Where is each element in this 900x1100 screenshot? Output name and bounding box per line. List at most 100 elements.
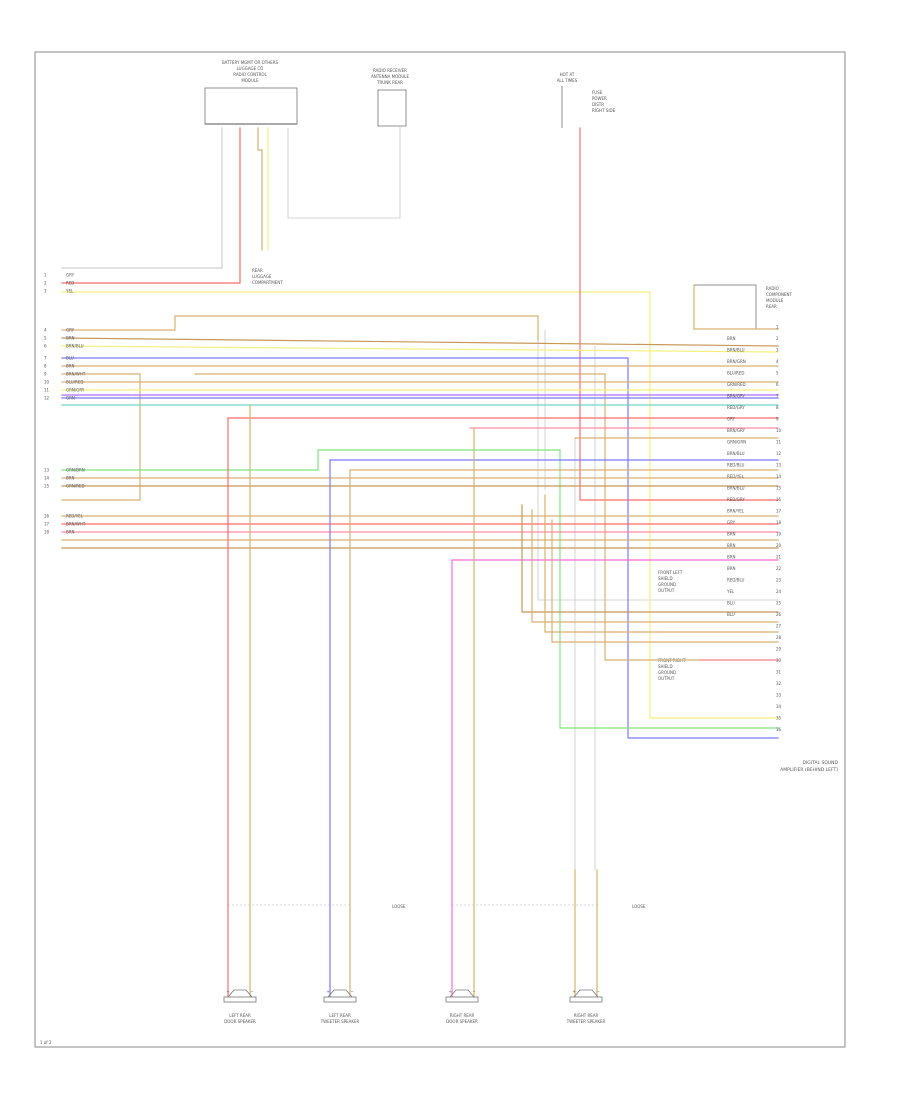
- right-pin-11: 11: [776, 440, 782, 445]
- left-pin-15: 15: [44, 484, 50, 489]
- right-wire-label-20: BRN: [727, 555, 736, 560]
- rear-lid-module-line-2: LUGGAGE CO: [237, 66, 264, 71]
- speaker-4-minus: −: [596, 989, 599, 994]
- trunk-antenna-line-2: ANTENNA MODULE: [371, 74, 410, 79]
- shield-right-line-4: OUTPUT: [658, 676, 675, 681]
- ground-note-line-2: LUGGAGE: [252, 274, 272, 279]
- speakers: LEFT REAR DOOR SPEAKER + − LEFT REARTWEETER …: [223, 989, 606, 1024]
- trunk-antenna-line-3: TRUNK REAR: [376, 80, 403, 85]
- left-pin-7: 7: [44, 356, 47, 361]
- left-pin-14: 14: [44, 476, 50, 481]
- speaker-3-label-1: RIGHT REAR: [450, 1013, 475, 1018]
- right-wire-label-7: RED/GRY: [727, 405, 745, 410]
- right-wire-label-5: GRN/RED: [727, 382, 746, 387]
- speaker-3-label-2: DOOR SPEAKER: [446, 1019, 478, 1024]
- right-wire-label-14: BRN/BLU: [727, 486, 745, 491]
- rear-lid-module-line-4: MODULE: [241, 78, 259, 83]
- left-pin-5: 5: [44, 336, 47, 341]
- wire-bus-grey-drop: [537, 340, 778, 601]
- wire-bus-tan-1: [61, 315, 539, 341]
- right-pin-4: 4: [776, 359, 779, 364]
- right-pin-5: 5: [776, 371, 779, 376]
- left-wire-label-17: BRN/WHT: [66, 522, 86, 527]
- wire-bus-yellow-2: [61, 345, 779, 353]
- speaker-1-plus: +: [226, 989, 229, 994]
- right-pin-35: 35: [776, 716, 782, 721]
- right-pin-21: 21: [776, 555, 782, 560]
- speaker-2-body: [323, 996, 357, 1003]
- right-pin-22: 22: [776, 566, 782, 571]
- right-wire-label-4: BLU/RED: [727, 371, 744, 376]
- left-wire-label-4: GRY: [66, 328, 75, 333]
- left-wire-label-10: BLU/RED: [66, 380, 83, 385]
- left-pin-10: 10: [44, 380, 50, 385]
- right-pin-15: 15: [776, 486, 782, 491]
- speaker-4-label-2: TWEETER SPEAKER: [566, 1019, 606, 1024]
- radio-unit-line-4: REAR: [766, 304, 777, 309]
- left-pin-16: 16: [44, 514, 50, 519]
- wire-yellow-long: [61, 291, 779, 719]
- right-wire-label-21: BRN: [727, 566, 736, 571]
- ground-note-line-3: COMPARTMENT: [252, 280, 283, 285]
- right-pin-33: 33: [776, 693, 782, 698]
- wire-drop-tan-1: [531, 509, 779, 623]
- wire-bus-green: [61, 449, 779, 729]
- left-pin-1: 1: [44, 273, 47, 278]
- right-wire-label-15: RED/GRY: [727, 497, 745, 502]
- trunk-antenna-module: RADIO RECEIVER ANTENNA MODULE TRUNK REAR: [371, 68, 410, 127]
- right-wire-label-10: GRN/GRN: [727, 440, 746, 445]
- rear-lid-module-line-1: BATTERY MGMT OR OTHERS: [222, 60, 279, 65]
- right-pin-1: 1: [776, 325, 779, 330]
- speaker-3-plus: +: [448, 989, 451, 994]
- left-pin-8: 8: [44, 364, 47, 369]
- wire-bus-tan-loop: [61, 373, 141, 501]
- left-pin-13: 13: [44, 468, 50, 473]
- right-wire-label-16: BRN/YEL: [727, 509, 745, 514]
- right-pin-20: 20: [776, 543, 782, 548]
- amp-module-line-2: AMPLIFIER (BEHIND LEFT): [780, 767, 838, 773]
- hot-fuse-note-1: FUSE: [592, 90, 603, 95]
- shield-right-line-3: GROUND: [658, 670, 676, 675]
- speaker-2-cone: [327, 989, 353, 998]
- left-wire-label-15: GRN/RED: [66, 484, 85, 489]
- left-wire-label-1: GRY: [66, 273, 75, 278]
- speaker-4-cone: [573, 989, 599, 998]
- wire-module-grey: [61, 127, 223, 269]
- right-pin-6: 6: [776, 382, 779, 387]
- right-wire-label-11: BRN/BLU: [727, 451, 745, 456]
- right-pin-14: 14: [776, 474, 782, 479]
- shield-right-note: FRONT RIGHT SHIELD GROUND OUTPUT: [658, 658, 686, 681]
- speaker-4-plus: +: [572, 989, 575, 994]
- speaker-3-body: [445, 996, 479, 1003]
- right-pin-32: 32: [776, 681, 782, 686]
- right-pin-26: 26: [776, 612, 782, 617]
- connector-note-left: LOOSE: [392, 904, 406, 909]
- speaker-1-label-1: LEFT REAR: [229, 1013, 251, 1018]
- right-wire-label-3: BRN/GRN: [727, 359, 746, 364]
- right-pin-36: 36: [776, 727, 782, 732]
- right-pin-17: 17: [776, 509, 782, 514]
- left-wire-label-13: GRN/BRN: [66, 468, 85, 473]
- right-wire-label-18: BRN: [727, 532, 736, 537]
- left-pin-17: 17: [44, 522, 50, 527]
- amp-module: DIGITAL SOUND AMPLIFIER (BEHIND LEFT): [780, 760, 838, 773]
- wire-bus-brown-1: [61, 337, 779, 347]
- trunk-antenna-box: [377, 89, 407, 127]
- speaker-1-cone: [227, 989, 253, 998]
- right-pin-13: 13: [776, 463, 782, 468]
- right-wire-label-8: GRY: [727, 417, 736, 422]
- left-pin-12: 12: [44, 396, 50, 401]
- left-wire-label-9: BRN/WHT: [66, 372, 86, 377]
- ground-note: REAR LUGGAGE COMPARTMENT: [252, 268, 283, 285]
- rear-lid-module-box: [204, 87, 298, 125]
- speaker-4-body: [569, 996, 603, 1003]
- right-pin-24: 24: [776, 589, 782, 594]
- right-wire-label-17: GRY: [727, 520, 736, 525]
- left-wire-label-5: BRN: [66, 336, 75, 341]
- left-wire-label-2: RED: [66, 281, 74, 286]
- rear-lid-module: BATTERY MGMT OR OTHERS LUGGAGE CO RADIO …: [204, 60, 298, 125]
